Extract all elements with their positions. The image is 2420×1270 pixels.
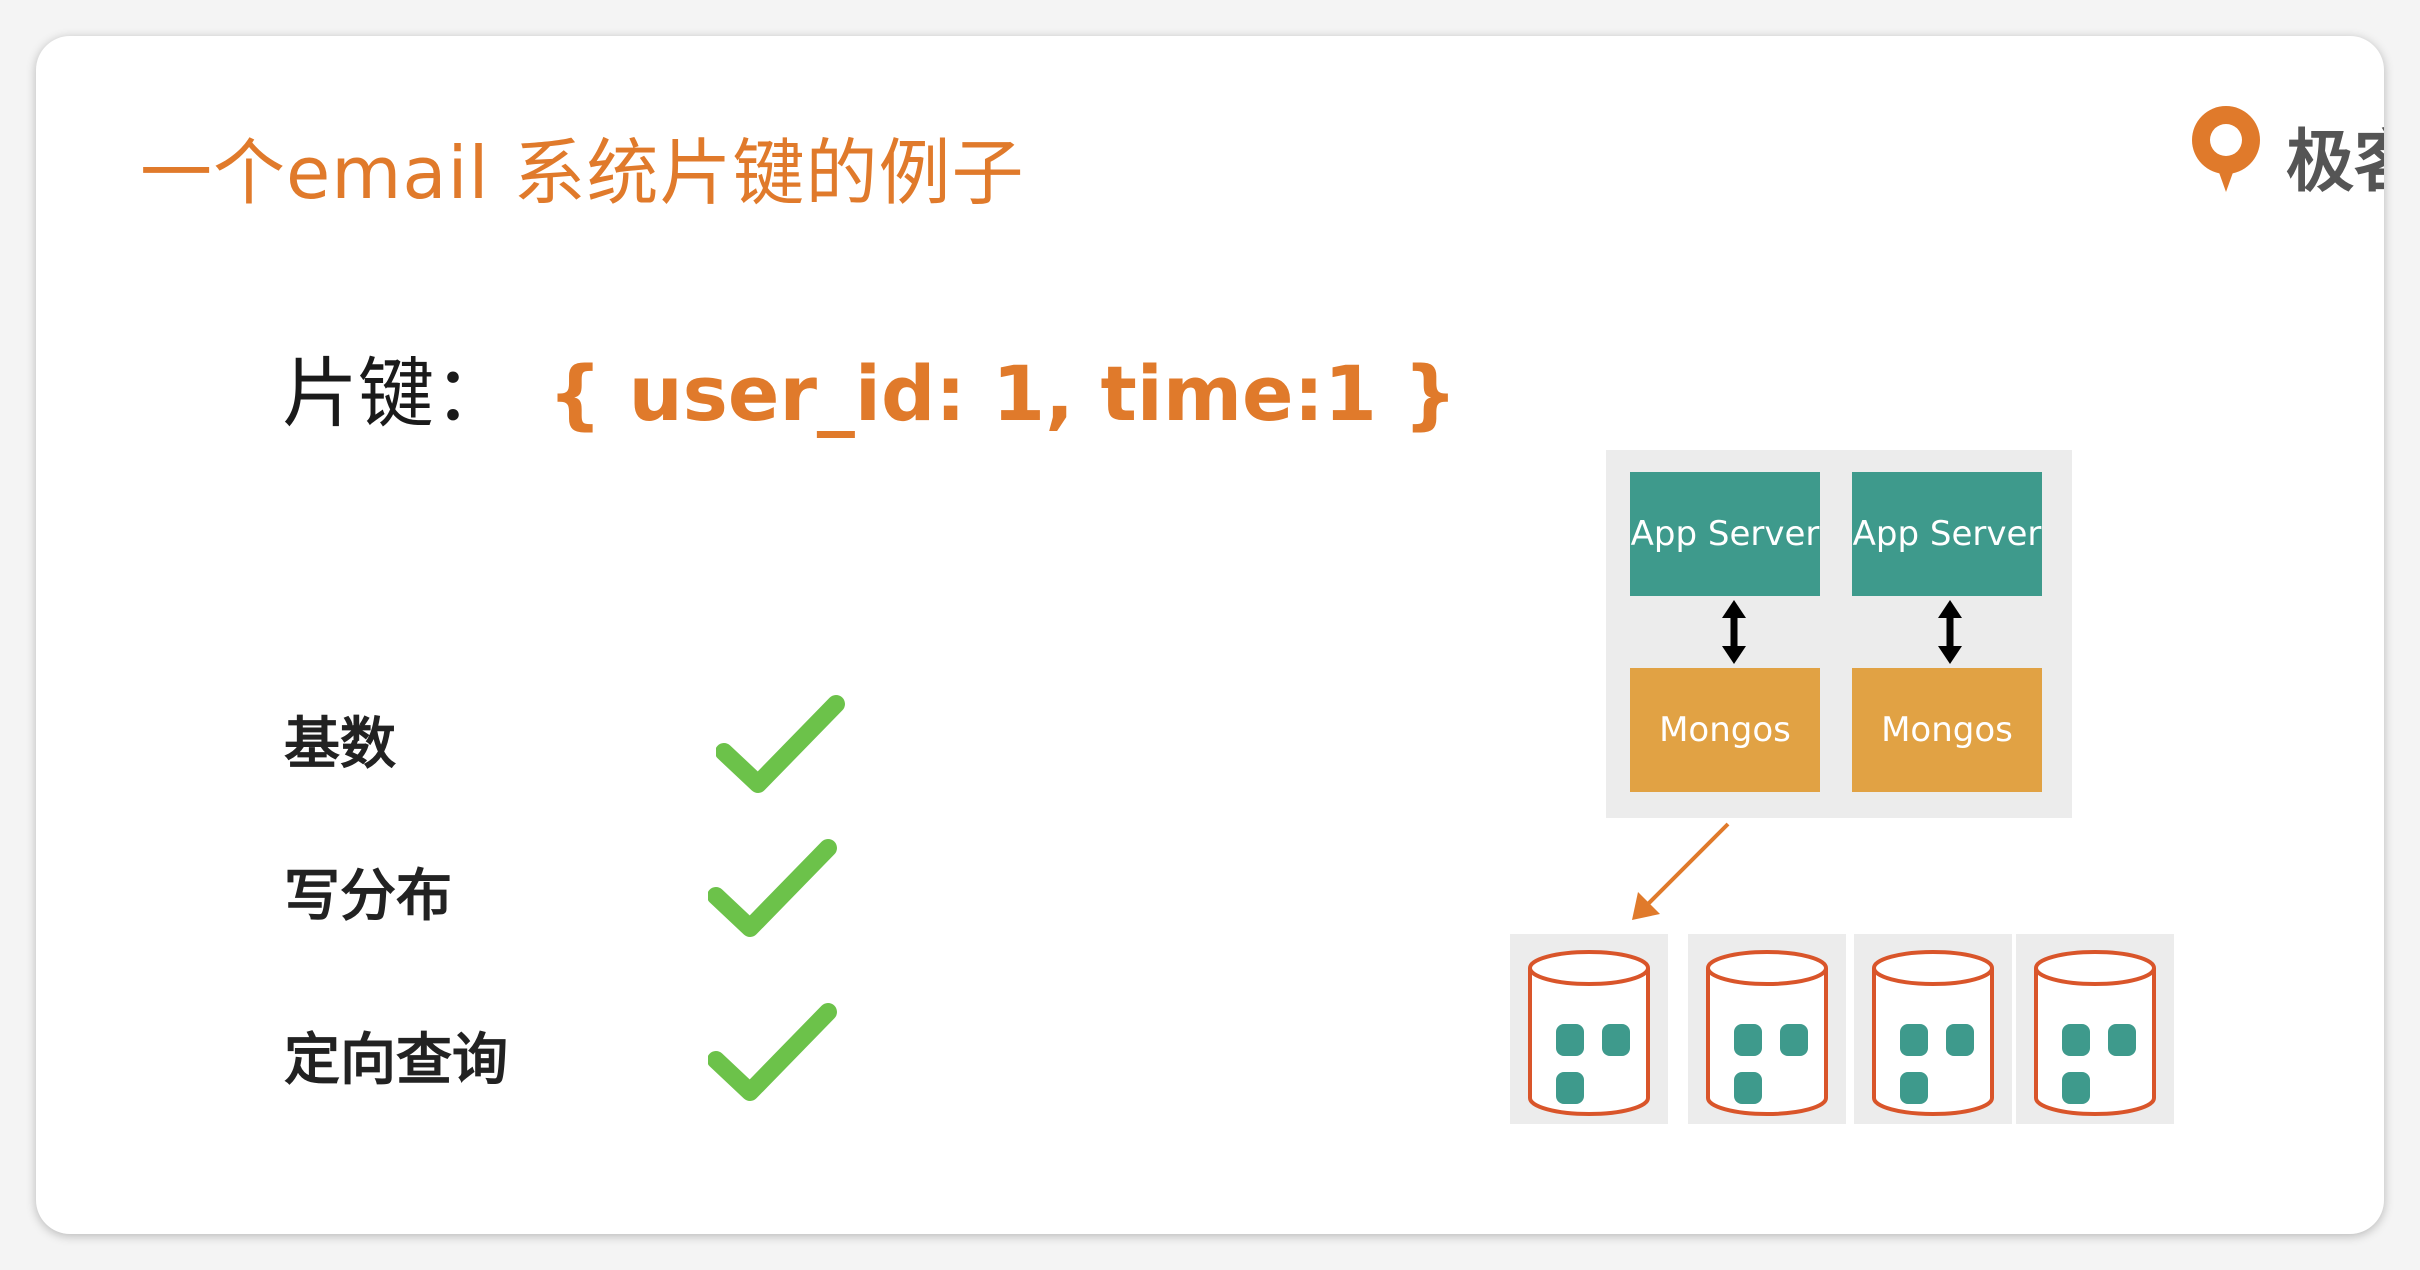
database-shard-icon: [1706, 950, 1828, 1116]
shard-panel: [1688, 934, 1846, 1124]
double-arrow-icon: [1938, 600, 1962, 664]
app-server-box: App Server: [1852, 472, 2042, 596]
architecture-diagram: [1632, 600, 1962, 920]
database-shard-icon: [2034, 950, 2156, 1116]
criterion-label: 写分布: [284, 864, 452, 929]
logo-text: 极客: [2286, 123, 2384, 202]
shard-panel: [2016, 934, 2174, 1124]
slide: 一个email 系统片键的例子 极客 片键： { user_id: 1, time…: [36, 36, 2384, 1234]
shard-key-value: { user_id: 1, time:1 }: [548, 349, 1458, 438]
shard-key-line: 片键： { user_id: 1, time:1 }: [282, 332, 1457, 442]
shard-key-label: 片键：: [282, 349, 510, 438]
criterion-label: 定向查询: [284, 1028, 508, 1093]
shard-panel: [1854, 934, 2012, 1124]
criterion-label: 基数: [284, 712, 396, 777]
shard-panel: [1510, 934, 1668, 1124]
mongos-box: Mongos: [1852, 668, 2042, 792]
route-arrow-icon: [1632, 822, 1730, 920]
database-shard-icon: [1528, 950, 1650, 1116]
mongos-box: Mongos: [1630, 668, 1820, 792]
checkmark-icon: [716, 695, 845, 793]
database-shard-icon: [1872, 950, 1994, 1116]
checkmark-icon: [708, 1003, 837, 1101]
double-arrow-icon: [1722, 600, 1746, 664]
app-server-box: App Server: [1630, 472, 1820, 596]
geekbang-logo-icon: [2192, 106, 2260, 192]
slide-title: 一个email 系统片键的例子: [140, 131, 1025, 215]
checkmark-icon: [708, 839, 837, 937]
